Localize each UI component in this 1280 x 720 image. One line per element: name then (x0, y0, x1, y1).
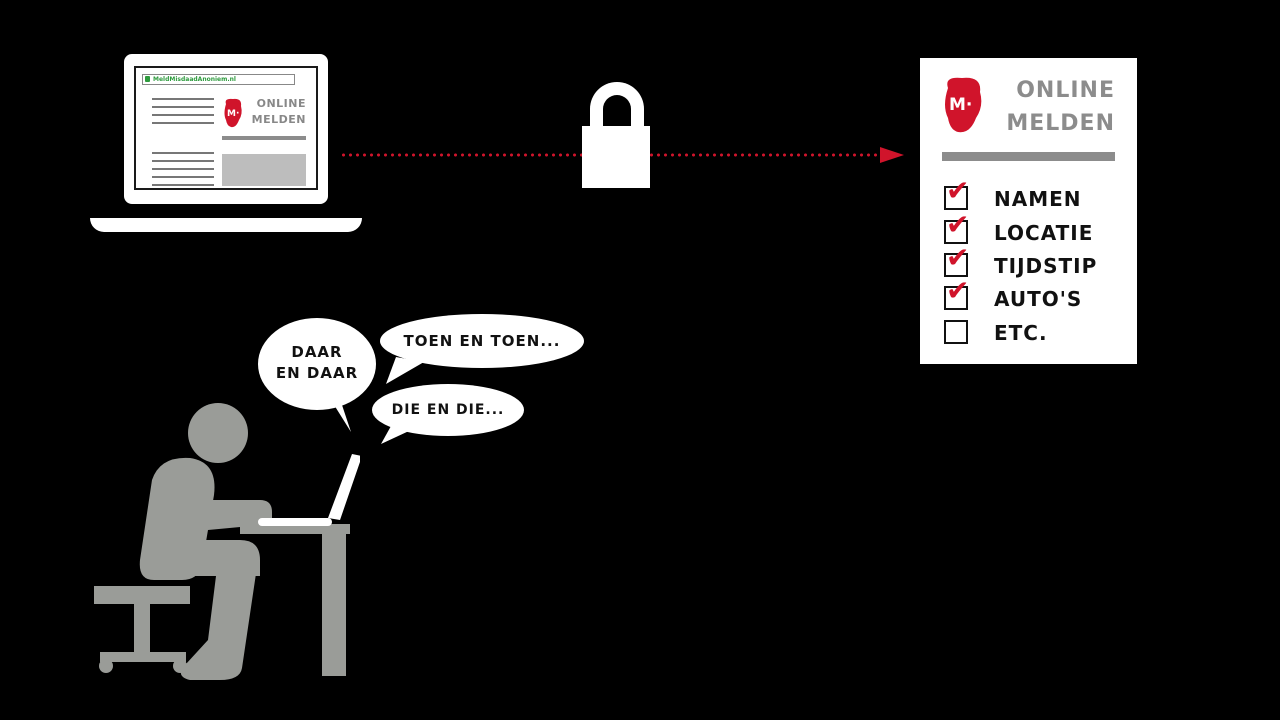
laptop-base (90, 218, 362, 232)
checkbox (944, 220, 968, 244)
speech-bubble-die: DIE EN DIE... (372, 384, 524, 436)
padlock-icon (582, 126, 650, 188)
svg-text:M·: M· (949, 95, 972, 115)
checklist-label: TIJDSTIP (994, 254, 1098, 278)
speech-bubble-daar: DAAR EN DAAR (258, 318, 376, 410)
checklist-item-autos: ✔ AUTO'S (944, 276, 1134, 316)
card-title: ONLINE MELDEN (1006, 78, 1115, 136)
checklist-item-namen: ✔ NAMEN (944, 176, 1134, 216)
checkbox (944, 253, 968, 277)
checklist-item-tijdstip: ✔ TIJDSTIP (944, 243, 1134, 283)
check-mark-icon: ✔ (946, 174, 970, 207)
checklist-label: NAMEN (994, 187, 1082, 211)
browser-url-text: MeldMisdaadAnoniem.nl (153, 76, 236, 83)
checklist-item-locatie: ✔ LOCATIE (944, 210, 1134, 250)
checkbox (944, 186, 968, 210)
svg-text:M·: M· (227, 109, 239, 119)
laptop-page-box (222, 154, 306, 186)
checklist-label: LOCATIE (994, 221, 1094, 245)
mini-logo-icon: M· (224, 98, 242, 128)
checkbox (944, 320, 968, 344)
arrowhead-icon (880, 147, 904, 163)
laptop-page-divider (222, 136, 306, 140)
checkbox (944, 286, 968, 310)
person-at-laptop-illustration (94, 403, 360, 680)
check-mark-icon: ✔ (946, 208, 970, 241)
check-mark-icon: ✔ (946, 274, 970, 307)
report-card: M· ONLINE MELDEN ✔ NAMEN ✔ LOCATIE ✔ TIJ… (920, 58, 1137, 364)
checklist-item-etc: ETC. (944, 318, 1134, 350)
laptop-page-title: ONLINE MELDEN (251, 97, 306, 126)
speech-bubble-toen: TOEN EN TOEN... (380, 314, 584, 368)
check-mark-icon: ✔ (946, 241, 970, 274)
laptop-screen: MeldMisdaadAnoniem.nl M· ONLINE MELDEN (124, 54, 328, 204)
checklist-label: ETC. (994, 321, 1048, 345)
card-divider (942, 152, 1115, 161)
logo-face-icon: M· (945, 77, 982, 133)
secure-lock-icon (145, 76, 150, 82)
checklist-label: AUTO'S (994, 287, 1083, 311)
browser-url-bar: MeldMisdaadAnoniem.nl (142, 74, 295, 85)
